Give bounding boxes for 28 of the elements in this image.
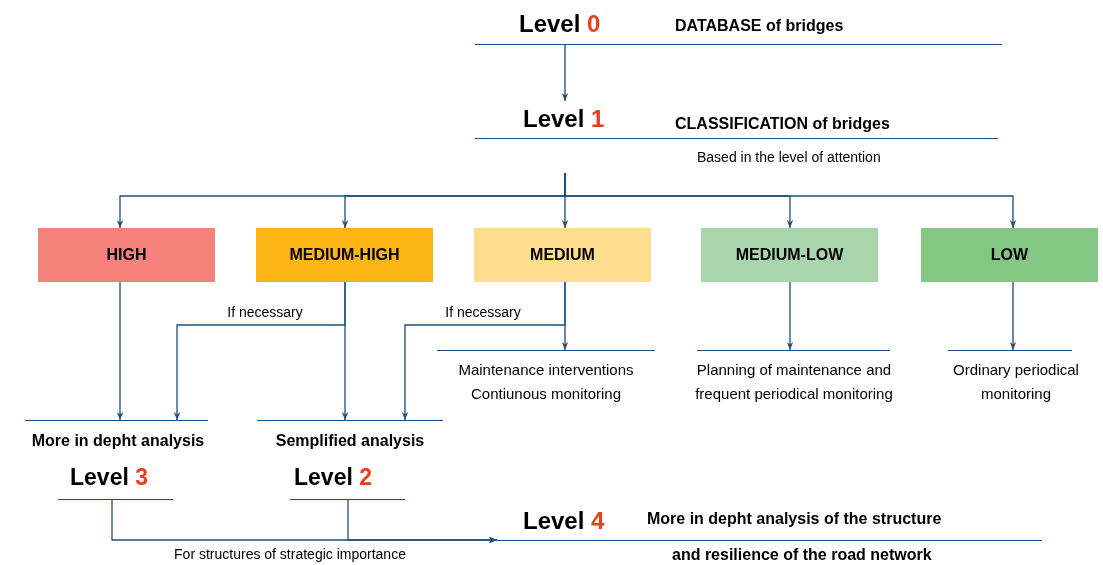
category-box: MEDIUM-HIGH — [256, 228, 433, 282]
arrow — [786, 281, 794, 351]
arrow — [347, 499, 498, 544]
level-heading: Level 0 — [519, 9, 601, 39]
category-box: LOW — [921, 228, 1098, 282]
arrow — [564, 172, 1017, 229]
category-box: MEDIUM-LOW — [701, 228, 878, 282]
analysis-text: More in depht analysis — [30, 431, 206, 451]
action-text: Maintenance interventions Contiunous monitoring — [457, 360, 635, 404]
heading-text: More in depht analysis of the structure — [647, 509, 942, 529]
level-heading: Level 3 — [70, 463, 148, 492]
heading-text: DATABASE of bridges — [675, 16, 844, 36]
arrow — [116, 281, 124, 421]
arrow — [561, 281, 569, 351]
arrow — [1009, 281, 1017, 351]
heading-text: CLASSIFICATION of bridges — [675, 114, 890, 134]
note-text: Based in the level of attention — [697, 148, 881, 167]
action-text: Ordinary periodical monitoring — [952, 360, 1080, 404]
category-box: HIGH — [38, 228, 215, 282]
arrow — [341, 281, 349, 421]
category-box: MEDIUM — [474, 228, 651, 282]
level-heading: Level 4 — [523, 506, 605, 536]
level-heading: Level 1 — [523, 104, 605, 134]
heading-text: and resilience of the road network — [672, 545, 932, 565]
action-text: Planning of maintenance and frequent periodical monitoring — [694, 360, 894, 404]
arrow — [561, 44, 569, 102]
level-heading: Level 2 — [294, 463, 372, 492]
analysis-text: Semplified analysis — [274, 431, 426, 451]
